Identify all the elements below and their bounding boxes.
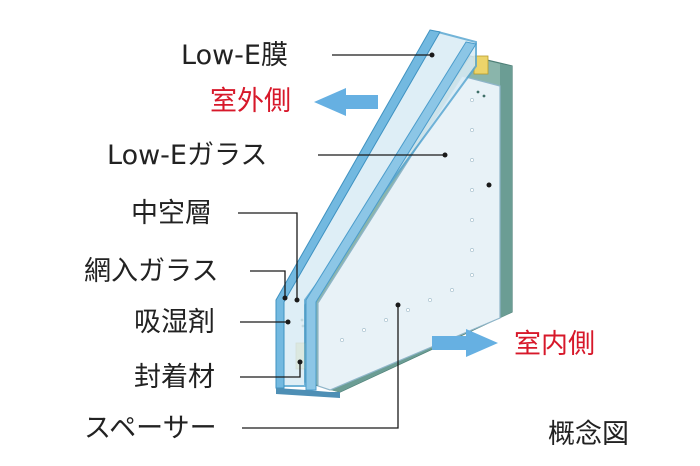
leader-dot-spacer: [395, 302, 401, 308]
low-e-film-edge: [275, 29, 441, 389]
leader-dot-low-e-glass: [442, 152, 448, 158]
label-wired-glass: 網入ガラス: [84, 256, 218, 287]
label-indoor-side: 室内側: [514, 329, 595, 360]
label-air-layer: 中空層: [131, 198, 212, 229]
label-low-e-film: Low-E膜: [181, 40, 288, 71]
outdoor-arrow-icon: [314, 88, 378, 116]
leader-dot-sealant: [297, 359, 303, 365]
leader-sealant: [240, 362, 301, 378]
label-concept-note: 概念図: [548, 419, 629, 450]
label-spacer: スペーサー: [84, 413, 217, 444]
inner-glass-pane: [317, 75, 501, 391]
inner-glass-edge: [305, 41, 477, 391]
leader-dot-wired-glass: [282, 295, 288, 301]
label-outdoor-side: 室外側: [210, 86, 291, 117]
indoor-arrow-icon: [432, 329, 498, 357]
leader-dot-desiccant: [285, 319, 291, 325]
leader-dot-air-layer: [294, 297, 300, 303]
leader-spacer: [242, 305, 399, 429]
leader-dot-frame-right: [486, 182, 492, 188]
wire-mesh-dots: [340, 98, 474, 342]
label-sealant: 封着材: [134, 362, 215, 393]
label-desiccant: 吸湿剤: [134, 307, 215, 338]
leader-wired-glass: [250, 270, 286, 298]
leader-air-layer: [238, 212, 298, 300]
glass-bottom-edge: [276, 388, 340, 398]
label-low-e-glass: Low-Eガラス: [107, 140, 267, 171]
spacer-frame-side: [500, 64, 512, 318]
leader-dot-low-e-film: [429, 52, 435, 58]
